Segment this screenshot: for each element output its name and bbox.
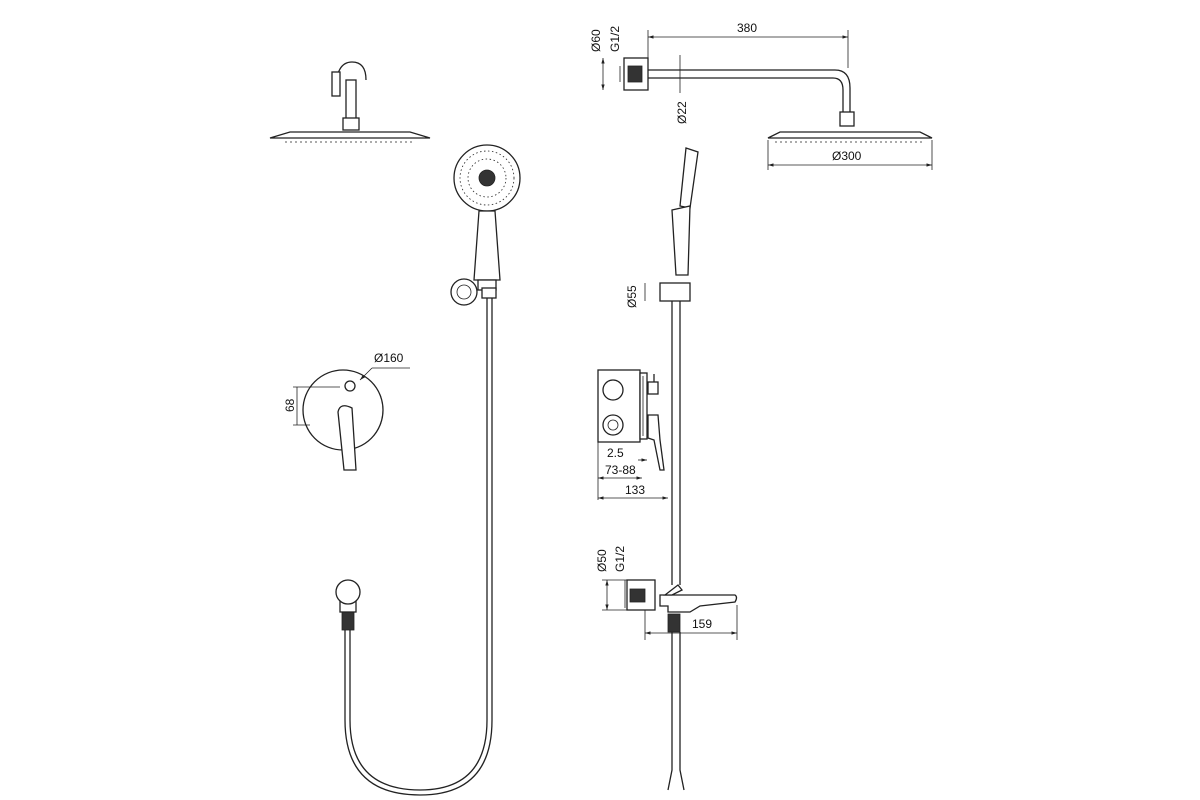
- overhead-shower-side-view: 380 Ø60 G1/2 Ø22 Ø300: [589, 21, 933, 170]
- dim-install-depth: 73-88: [605, 463, 636, 477]
- dim-arm-length: 380: [737, 21, 757, 35]
- hand-shower-side-view: Ø55: [625, 147, 699, 585]
- shower-hose: [335, 298, 493, 796]
- dim-spout-length: 159: [692, 617, 712, 631]
- diverter-side-view: 2.5 73-88 133: [597, 369, 668, 500]
- dim-arm-thread: G1/2: [608, 26, 622, 52]
- overhead-shower-front-view: [269, 61, 431, 143]
- dim-outlet-flange: Ø50: [595, 549, 609, 572]
- dim-head-diameter: Ø300: [832, 149, 862, 163]
- dim-arm-diameter: Ø22: [675, 101, 689, 124]
- dim-outlet-thread: G1/2: [613, 546, 627, 572]
- diverter-front-view: 68 Ø160: [283, 351, 410, 471]
- dim-holder-diameter: Ø55: [625, 285, 639, 308]
- dim-plate-gap: 2.5: [607, 446, 624, 460]
- hand-shower-front-view: [450, 144, 521, 306]
- dim-diverter-offset: 68: [283, 398, 297, 412]
- dim-wall-flange: Ø60: [589, 29, 603, 52]
- bath-spout-side-view: Ø50 G1/2 159: [595, 546, 738, 791]
- dim-diverter-plate: Ø160: [374, 351, 404, 365]
- dim-total-depth: 133: [625, 483, 645, 497]
